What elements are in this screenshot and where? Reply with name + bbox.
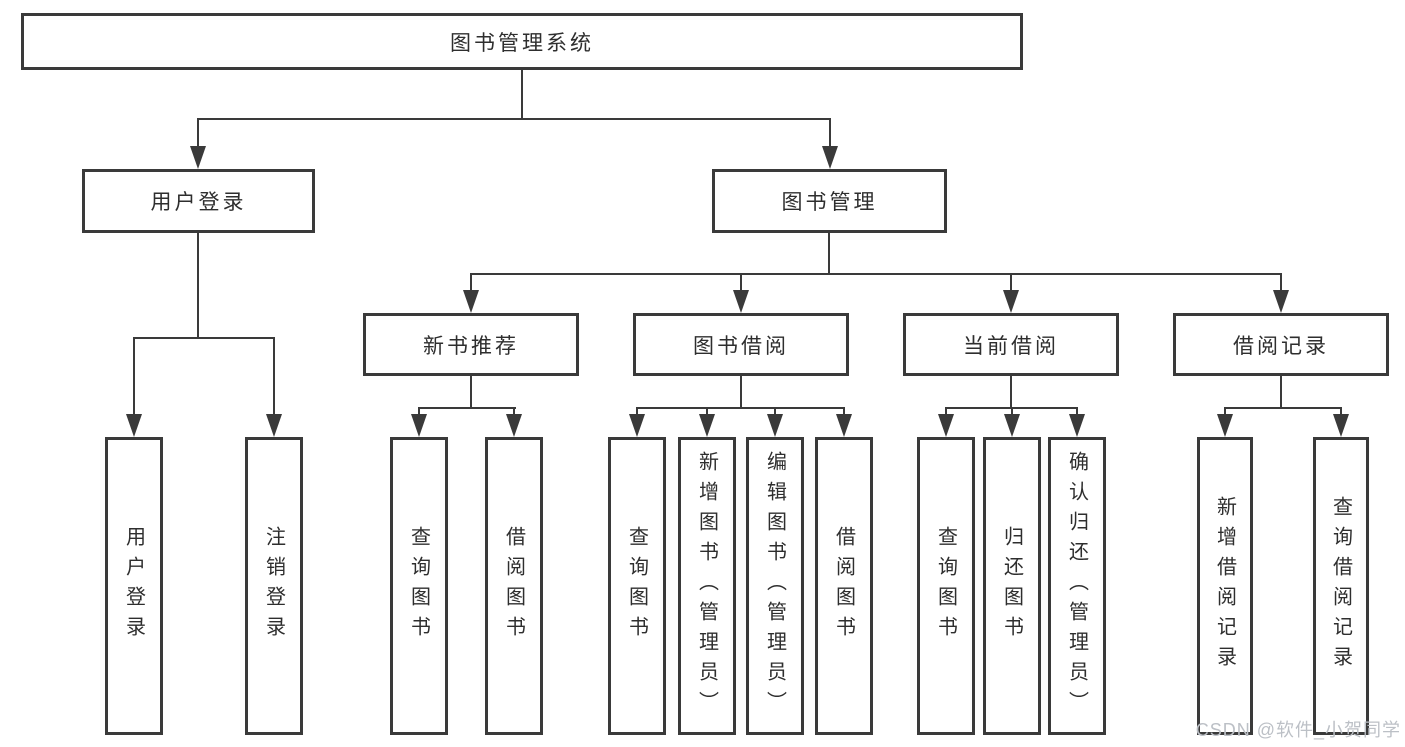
connector-line bbox=[1011, 407, 1013, 419]
arrow-down-icon bbox=[938, 414, 954, 437]
csdn-watermark: CSDN @软件_小贺同学 bbox=[1195, 720, 1401, 740]
arrow-down-icon bbox=[1004, 414, 1020, 437]
leaf-current-confirm-return-admin: 确认归还（管理员） bbox=[1048, 437, 1106, 735]
node-label: 归还图书 bbox=[1000, 526, 1023, 646]
node-label: 用户登录 bbox=[150, 191, 247, 214]
leaf-borrow-borrow-books: 借阅图书 bbox=[815, 437, 873, 735]
connector-line bbox=[273, 337, 275, 419]
leaf-user-login: 用户登录 bbox=[105, 437, 163, 735]
node-label: 用户登录 bbox=[122, 526, 145, 646]
connector-line bbox=[636, 407, 638, 419]
arrow-down-icon bbox=[411, 414, 427, 437]
connector-line bbox=[828, 233, 830, 275]
arrow-down-icon bbox=[463, 290, 479, 313]
connector-line bbox=[133, 337, 135, 419]
connector-line bbox=[197, 233, 199, 337]
node-label: 借阅记录 bbox=[1233, 334, 1329, 358]
connector-line bbox=[470, 273, 472, 293]
arrow-down-icon bbox=[126, 414, 142, 437]
node-label: 图书借阅 bbox=[693, 334, 789, 358]
arrow-down-icon bbox=[506, 414, 522, 437]
node-label: 图书管理系统 bbox=[450, 31, 594, 55]
connector-line bbox=[706, 407, 708, 419]
connector-line bbox=[197, 118, 199, 152]
leaf-borrow-edit-books-admin: 编辑图书（管理员） bbox=[746, 437, 804, 735]
node-label: 借阅图书 bbox=[832, 526, 855, 646]
arrow-down-icon bbox=[629, 414, 645, 437]
node-new-book-recommend: 新书推荐 bbox=[363, 313, 579, 376]
node-label: 新增图书（管理员） bbox=[695, 451, 718, 721]
leaf-records-query-record: 查询借阅记录 bbox=[1313, 437, 1369, 735]
leaf-logout: 注销登录 bbox=[245, 437, 303, 735]
connector-line bbox=[1224, 407, 1226, 419]
arrow-down-icon bbox=[1273, 290, 1289, 313]
connector-line bbox=[1280, 376, 1282, 409]
arrow-down-icon bbox=[1217, 414, 1233, 437]
arrow-down-icon bbox=[266, 414, 282, 437]
node-user-login: 用户登录 bbox=[82, 169, 315, 233]
connector-line bbox=[1076, 407, 1078, 419]
node-label: 图书管理 bbox=[781, 191, 878, 214]
node-label: 借阅图书 bbox=[502, 526, 525, 646]
arrow-down-icon bbox=[836, 414, 852, 437]
node-root-library-system: 图书管理系统 bbox=[21, 13, 1023, 70]
connector-line bbox=[521, 70, 523, 118]
connector-line bbox=[133, 337, 275, 339]
leaf-current-return-books: 归还图书 bbox=[983, 437, 1041, 735]
node-label: 查询图书 bbox=[625, 526, 648, 646]
node-label: 新书推荐 bbox=[423, 334, 519, 358]
connector-line bbox=[470, 273, 1282, 275]
connector-line bbox=[1280, 273, 1282, 293]
node-label: 注销登录 bbox=[262, 526, 285, 646]
leaf-borrow-add-books-admin: 新增图书（管理员） bbox=[678, 437, 736, 735]
connector-line bbox=[740, 273, 742, 293]
arrow-down-icon bbox=[1069, 414, 1085, 437]
connector-line bbox=[197, 118, 831, 120]
connector-line bbox=[843, 407, 845, 419]
node-label: 当前借阅 bbox=[963, 334, 1059, 358]
leaf-current-query-books: 查询图书 bbox=[917, 437, 975, 735]
connector-line bbox=[945, 407, 947, 419]
leaf-borrow-query-books: 查询图书 bbox=[608, 437, 666, 735]
node-label: 编辑图书（管理员） bbox=[763, 451, 786, 721]
arrow-down-icon bbox=[1333, 414, 1349, 437]
connector-line bbox=[470, 376, 472, 409]
node-label: 查询借阅记录 bbox=[1329, 496, 1352, 676]
leaf-records-add-record: 新增借阅记录 bbox=[1197, 437, 1253, 735]
connector-line bbox=[1010, 273, 1012, 293]
connector-line bbox=[1340, 407, 1342, 419]
connector-line bbox=[513, 407, 515, 419]
arrow-down-icon bbox=[767, 414, 783, 437]
node-label: 查询图书 bbox=[934, 526, 957, 646]
connector-line bbox=[636, 407, 845, 409]
connector-line bbox=[418, 407, 516, 409]
arrow-down-icon bbox=[733, 290, 749, 313]
connector-line bbox=[418, 407, 420, 419]
node-label: 查询图书 bbox=[407, 526, 430, 646]
arrow-down-icon bbox=[822, 146, 838, 169]
node-current-borrow: 当前借阅 bbox=[903, 313, 1119, 376]
connector-line bbox=[740, 376, 742, 409]
node-label: 新增借阅记录 bbox=[1213, 496, 1236, 676]
arrow-down-icon bbox=[1003, 290, 1019, 313]
leaf-recommend-borrow-books: 借阅图书 bbox=[485, 437, 543, 735]
connector-line bbox=[829, 118, 831, 152]
node-book-borrow: 图书借阅 bbox=[633, 313, 849, 376]
arrow-down-icon bbox=[190, 146, 206, 169]
connector-line bbox=[774, 407, 776, 419]
connector-line bbox=[1010, 376, 1012, 409]
connector-line bbox=[1224, 407, 1342, 409]
leaf-recommend-query-books: 查询图书 bbox=[390, 437, 448, 735]
node-label: 确认归还（管理员） bbox=[1065, 451, 1088, 721]
node-borrow-records: 借阅记录 bbox=[1173, 313, 1389, 376]
node-book-management: 图书管理 bbox=[712, 169, 947, 233]
arrow-down-icon bbox=[699, 414, 715, 437]
